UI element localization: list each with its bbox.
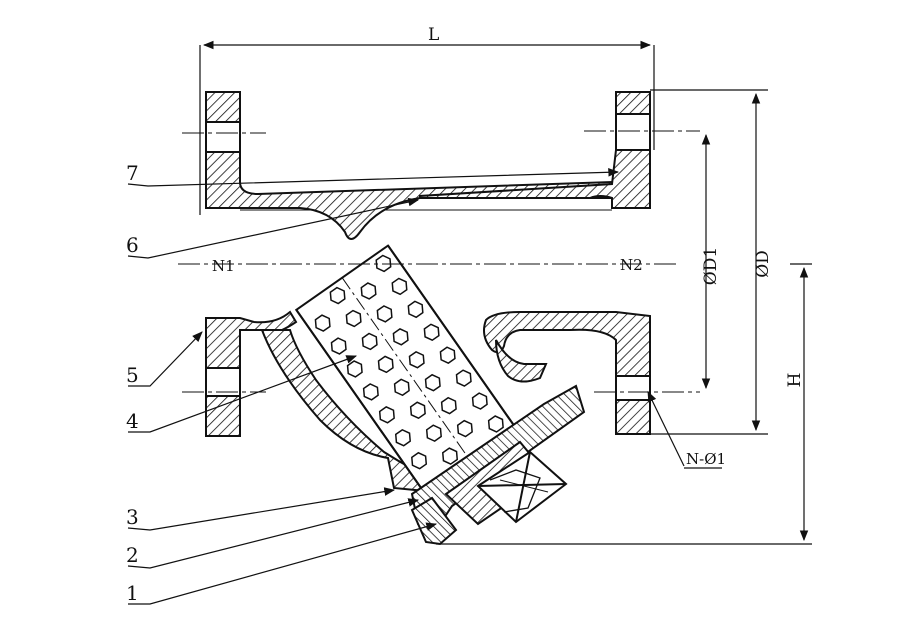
right-flange [419, 91, 651, 435]
left-flange [205, 91, 613, 437]
screen-perforation [456, 419, 473, 438]
screen-perforation [361, 332, 378, 351]
screen-perforation [375, 254, 392, 273]
callout-leaders [127, 167, 620, 605]
screen-perforation [487, 415, 504, 433]
screen-perforation [378, 406, 395, 424]
screen-perforation [330, 337, 347, 355]
callout-3: 3 [126, 505, 139, 529]
screen-perforation [314, 314, 331, 332]
screen-perforation [409, 401, 426, 420]
screen-perforation [345, 309, 362, 328]
dimension-d [650, 89, 768, 435]
screen-perforation [360, 282, 377, 300]
screen-perforation [423, 323, 440, 342]
callout-2: 2 [126, 543, 139, 567]
screen-perforation [455, 369, 472, 387]
strainer-screen [294, 244, 520, 497]
screen-perforation [329, 286, 346, 305]
screen-perforation [393, 378, 410, 397]
screen-perforation [362, 383, 379, 401]
drain-plug [476, 450, 568, 524]
dimension-d1-label: ØD1 [701, 247, 721, 285]
callout-numbers: 7 6 5 4 3 2 1 [126, 161, 139, 605]
screen-perforation [394, 428, 411, 447]
screen-perforation [377, 355, 394, 374]
callout-6: 6 [126, 233, 139, 257]
dimension-l-label: L [428, 25, 439, 45]
inlet-nozzle-label: N1 [212, 257, 235, 275]
screen-perforation [408, 350, 425, 369]
screen-perforation [411, 451, 428, 470]
screen-perforation [376, 305, 393, 323]
callout-1: 1 [126, 581, 139, 605]
callout-4: 4 [126, 409, 139, 433]
screen-perforation [392, 328, 409, 346]
bolt-hole-leader [647, 391, 722, 469]
screen-perforation [441, 447, 459, 465]
screen-perforation [440, 396, 457, 415]
screen-perforation [424, 373, 441, 392]
outlet-nozzle-label: N2 [620, 256, 643, 274]
screen-perforation [471, 392, 488, 410]
screen-perforation [407, 300, 424, 319]
dimension-l [199, 40, 655, 215]
screen-perforation [439, 346, 456, 364]
dimension-h-label: H [785, 373, 805, 388]
screen-perforation [425, 424, 442, 442]
bolt-holes-label: N-Ø1 [686, 450, 726, 468]
callout-5: 5 [126, 363, 139, 387]
dimension-d-label: ØD [753, 250, 773, 278]
centerlines [178, 130, 700, 393]
screen-perforation [391, 277, 408, 296]
dimension-h [436, 263, 812, 545]
callout-7: 7 [126, 161, 139, 185]
